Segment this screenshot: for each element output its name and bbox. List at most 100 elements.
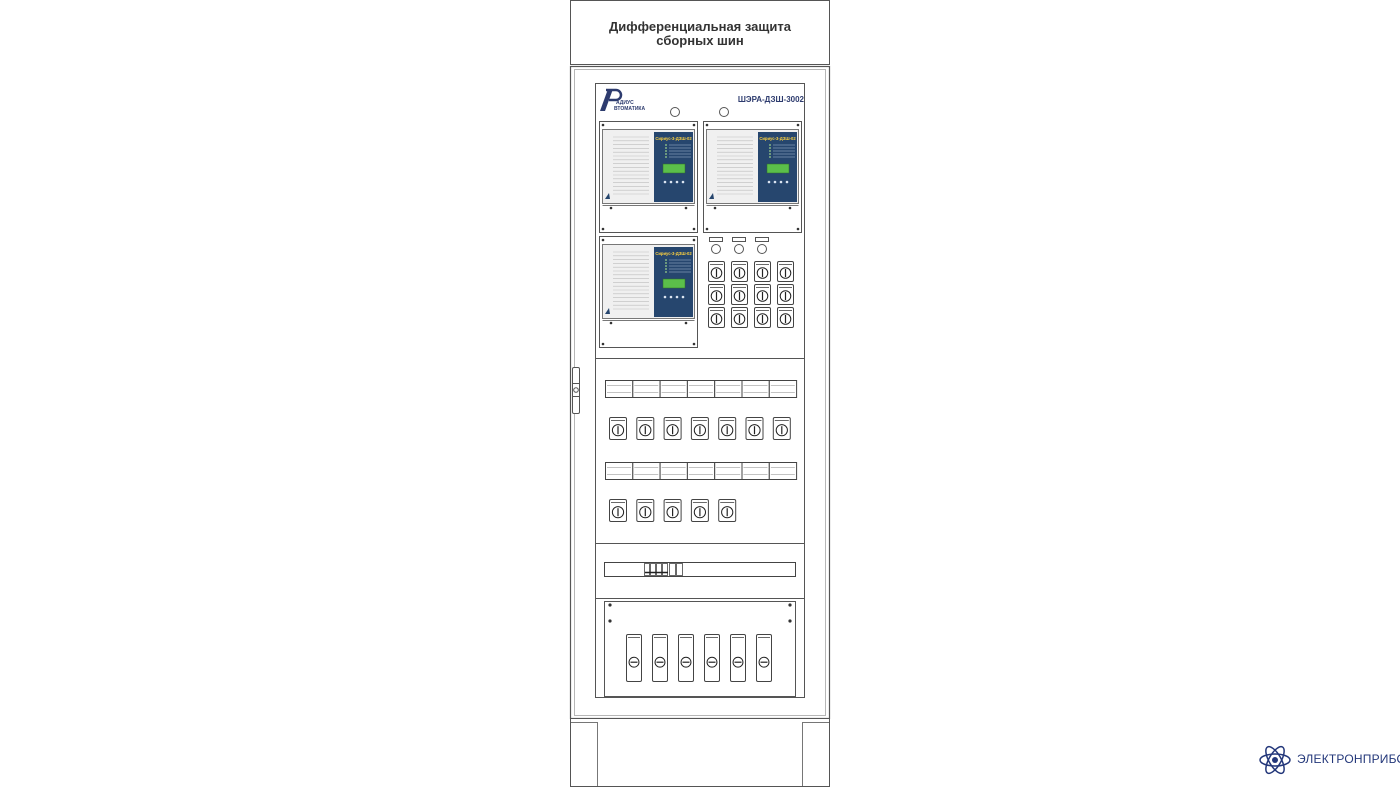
terminal-block bbox=[659, 462, 688, 480]
breaker-switch[interactable] bbox=[730, 634, 746, 682]
circuit-breaker[interactable] bbox=[656, 563, 662, 576]
screw-icon bbox=[684, 321, 688, 325]
relay-display bbox=[766, 163, 790, 174]
rotary-switch[interactable] bbox=[754, 261, 771, 282]
breaker-switch[interactable] bbox=[652, 634, 668, 682]
rotary-switch[interactable] bbox=[754, 307, 771, 328]
control-layer bbox=[604, 237, 798, 697]
terminal-block bbox=[768, 380, 798, 398]
rotary-switch[interactable] bbox=[708, 307, 725, 328]
screw-icon bbox=[692, 123, 696, 127]
test-switch[interactable] bbox=[690, 417, 709, 440]
terminal-block bbox=[686, 380, 716, 398]
logo-line-2: ВТОМАТИКА bbox=[614, 106, 645, 112]
lamp-label bbox=[755, 237, 769, 242]
circuit-breaker[interactable] bbox=[662, 563, 668, 576]
circuit-breaker[interactable] bbox=[669, 563, 676, 576]
brand-name: ЭЛЕКТРОНПРИБОР bbox=[1297, 752, 1400, 766]
relay-badge-icon bbox=[709, 193, 714, 199]
rotary-switch[interactable] bbox=[754, 284, 771, 305]
relay-badge-icon bbox=[605, 308, 610, 314]
relay-key[interactable] bbox=[669, 180, 673, 184]
atom-icon bbox=[1259, 745, 1291, 775]
relay-led bbox=[665, 265, 667, 267]
test-switch[interactable] bbox=[745, 417, 764, 440]
rotary-switch[interactable] bbox=[708, 261, 725, 282]
rotary-switch[interactable] bbox=[708, 284, 725, 305]
indicator-lamp bbox=[711, 244, 721, 254]
terminal-block bbox=[686, 462, 716, 480]
breaker-switch[interactable] bbox=[756, 634, 772, 682]
test-switch[interactable] bbox=[772, 417, 791, 440]
indicator-lamp bbox=[757, 244, 767, 254]
relay-key[interactable] bbox=[663, 295, 667, 299]
relay-key[interactable] bbox=[681, 180, 685, 184]
test-switch[interactable] bbox=[663, 499, 682, 522]
nameplate bbox=[570, 0, 830, 65]
din-rail bbox=[604, 562, 796, 577]
relay-led bbox=[665, 259, 667, 261]
screw-icon bbox=[608, 619, 612, 623]
terminal-block bbox=[741, 462, 770, 480]
screw-icon bbox=[601, 342, 605, 346]
title-line-2: сборных шин bbox=[656, 33, 744, 48]
relay-key[interactable] bbox=[675, 295, 679, 299]
test-switch[interactable] bbox=[718, 417, 737, 440]
circuit-breaker[interactable] bbox=[644, 563, 650, 576]
test-switch[interactable] bbox=[609, 499, 627, 522]
relay-terminal: Сириус-3-ДЗШ-02 bbox=[599, 121, 698, 233]
rotary-switch[interactable] bbox=[777, 284, 794, 305]
manufacturer-logo: АДИУС ВТОМАТИКА bbox=[600, 88, 645, 112]
relay-key[interactable] bbox=[785, 180, 789, 184]
relay-terminal: Сириус-3-ДЗШ-02 bbox=[703, 121, 802, 233]
relay-led bbox=[665, 268, 667, 270]
screw-icon bbox=[684, 206, 688, 210]
lamp-label bbox=[732, 237, 746, 242]
relay-key[interactable] bbox=[669, 295, 673, 299]
screw-icon bbox=[705, 227, 709, 231]
test-switch[interactable] bbox=[636, 499, 655, 522]
relay-key[interactable] bbox=[773, 180, 777, 184]
relay-key[interactable] bbox=[779, 180, 783, 184]
terminal-block bbox=[768, 462, 798, 480]
terminal-block bbox=[659, 380, 688, 398]
indicator-lamp bbox=[734, 244, 744, 254]
screw-icon bbox=[601, 238, 605, 242]
relay-led bbox=[665, 262, 667, 264]
relay-screen-title: Сириус-3-ДЗШ-02 bbox=[655, 136, 692, 141]
rotary-switch[interactable] bbox=[777, 307, 794, 328]
rotary-switch[interactable] bbox=[731, 284, 748, 305]
model-label: ШЭРА-ДЗШ-3002 bbox=[737, 95, 804, 104]
relay-key[interactable] bbox=[767, 180, 771, 184]
screw-icon bbox=[692, 342, 696, 346]
relay-led bbox=[665, 156, 667, 158]
relay-key[interactable] bbox=[681, 295, 685, 299]
circuit-breaker[interactable] bbox=[650, 563, 656, 576]
test-switch[interactable] bbox=[663, 417, 682, 440]
rotary-switch[interactable] bbox=[731, 261, 748, 282]
relay-led bbox=[769, 144, 771, 146]
test-switch[interactable] bbox=[718, 499, 737, 522]
screw-icon bbox=[713, 206, 717, 210]
indicator-lamp bbox=[719, 107, 729, 117]
circuit-breaker[interactable] bbox=[676, 563, 683, 576]
rotary-switch[interactable] bbox=[777, 261, 794, 282]
breaker-switch[interactable] bbox=[704, 634, 720, 682]
terminal-block bbox=[632, 462, 661, 480]
screw-icon bbox=[796, 123, 800, 127]
relay-key[interactable] bbox=[663, 180, 667, 184]
test-switch[interactable] bbox=[609, 417, 627, 440]
indicator-lamp bbox=[670, 107, 680, 117]
relay-led bbox=[665, 271, 667, 273]
rotary-switch[interactable] bbox=[731, 307, 748, 328]
test-switch[interactable] bbox=[636, 417, 655, 440]
test-switch[interactable] bbox=[690, 499, 709, 522]
screw-icon bbox=[601, 227, 605, 231]
breaker-switch[interactable] bbox=[626, 634, 642, 682]
logo-line-1: АДИУС bbox=[616, 100, 634, 106]
breaker-switch[interactable] bbox=[678, 634, 694, 682]
relay-key[interactable] bbox=[675, 180, 679, 184]
relay-led bbox=[665, 150, 667, 152]
door-handle[interactable] bbox=[572, 367, 580, 414]
